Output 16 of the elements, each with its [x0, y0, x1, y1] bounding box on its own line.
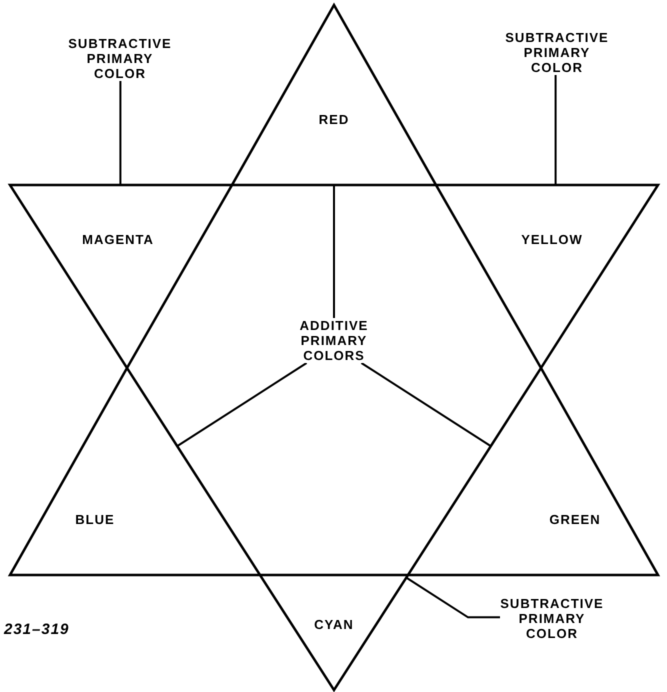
color-name: GREEN: [548, 512, 602, 527]
leader-line: [119, 81, 122, 185]
figure-number: 231–319: [4, 622, 70, 637]
leader-line: [176, 362, 308, 447]
color-name: RED: [318, 112, 350, 127]
callout-text: SUBTRACTIVE PRIMARY COLOR: [68, 36, 172, 81]
color-name: BLUE: [74, 512, 116, 527]
callout-text: SUBTRACTIVE PRIMARY COLOR: [505, 30, 609, 75]
color-name: MAGENTA: [81, 232, 155, 247]
leader-line: [554, 75, 557, 185]
leader-line: [333, 185, 335, 318]
color-name: YELLOW: [520, 232, 584, 247]
callout-text: SUBTRACTIVE PRIMARY COLOR: [500, 596, 604, 641]
color-name: CYAN: [313, 617, 355, 632]
leader-line: [406, 576, 500, 618]
leader-line: [360, 362, 492, 447]
